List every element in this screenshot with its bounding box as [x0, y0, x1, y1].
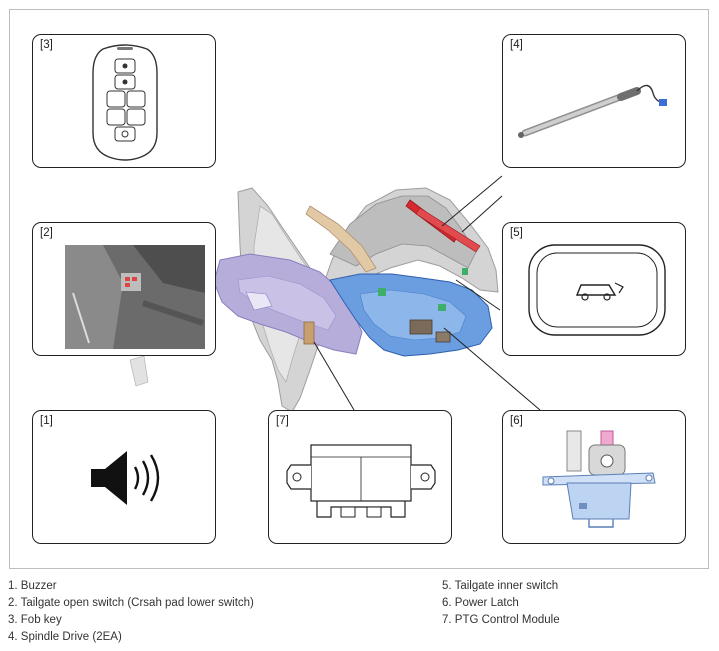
tailgate-open-switch-photo-icon — [65, 245, 205, 349]
callout-2-label: [2] — [40, 227, 53, 239]
legend-item: 6. Power Latch — [442, 597, 519, 609]
callout-4-label: [4] — [510, 39, 523, 51]
callout-5: [5] — [502, 222, 686, 356]
legend-item: 2. Tailgate open switch (Crsah pad lower… — [8, 597, 254, 609]
legend-right-column: 5. Tailgate inner switch 6. Power Latch … — [442, 578, 560, 629]
callout-3: [3] — [32, 34, 216, 168]
diagram-frame: [3] [2] — [9, 9, 709, 569]
legend-item: 5. Tailgate inner switch — [442, 580, 559, 592]
callout-1-label: [1] — [40, 415, 53, 427]
callout-2: [2] — [32, 222, 216, 356]
legend-item: 7. PTG Control Module — [442, 614, 560, 626]
legend-item: 4. Spindle Drive (2EA) — [8, 631, 122, 643]
callout-7: [7] — [268, 410, 452, 544]
callout-4: [4] — [502, 34, 686, 168]
callout-6-label: [6] — [510, 415, 523, 427]
power-latch-icon — [542, 430, 656, 528]
callout-7-label: [7] — [276, 415, 289, 427]
legend-item: 1. Buzzer — [8, 580, 57, 592]
ptg-control-module-icon — [286, 444, 436, 518]
legend-left-column: 1. Buzzer 2. Tailgate open switch (Crsah… — [8, 578, 254, 646]
legend-item: 3. Fob key — [8, 614, 62, 626]
callout-1: [1] — [32, 410, 216, 544]
spindle-drive-icon — [518, 84, 667, 138]
tailgate-inner-switch-icon — [528, 244, 666, 336]
callout-6: [6] — [502, 410, 686, 544]
callout-3-label: [3] — [40, 39, 53, 51]
buzzer-speaker-icon — [91, 451, 160, 505]
tailgate-illustration — [129, 175, 541, 413]
callout-5-label: [5] — [510, 227, 523, 239]
fob-key-icon — [92, 44, 158, 161]
legend: 1. Buzzer 2. Tailgate open switch (Crsah… — [8, 578, 712, 648]
